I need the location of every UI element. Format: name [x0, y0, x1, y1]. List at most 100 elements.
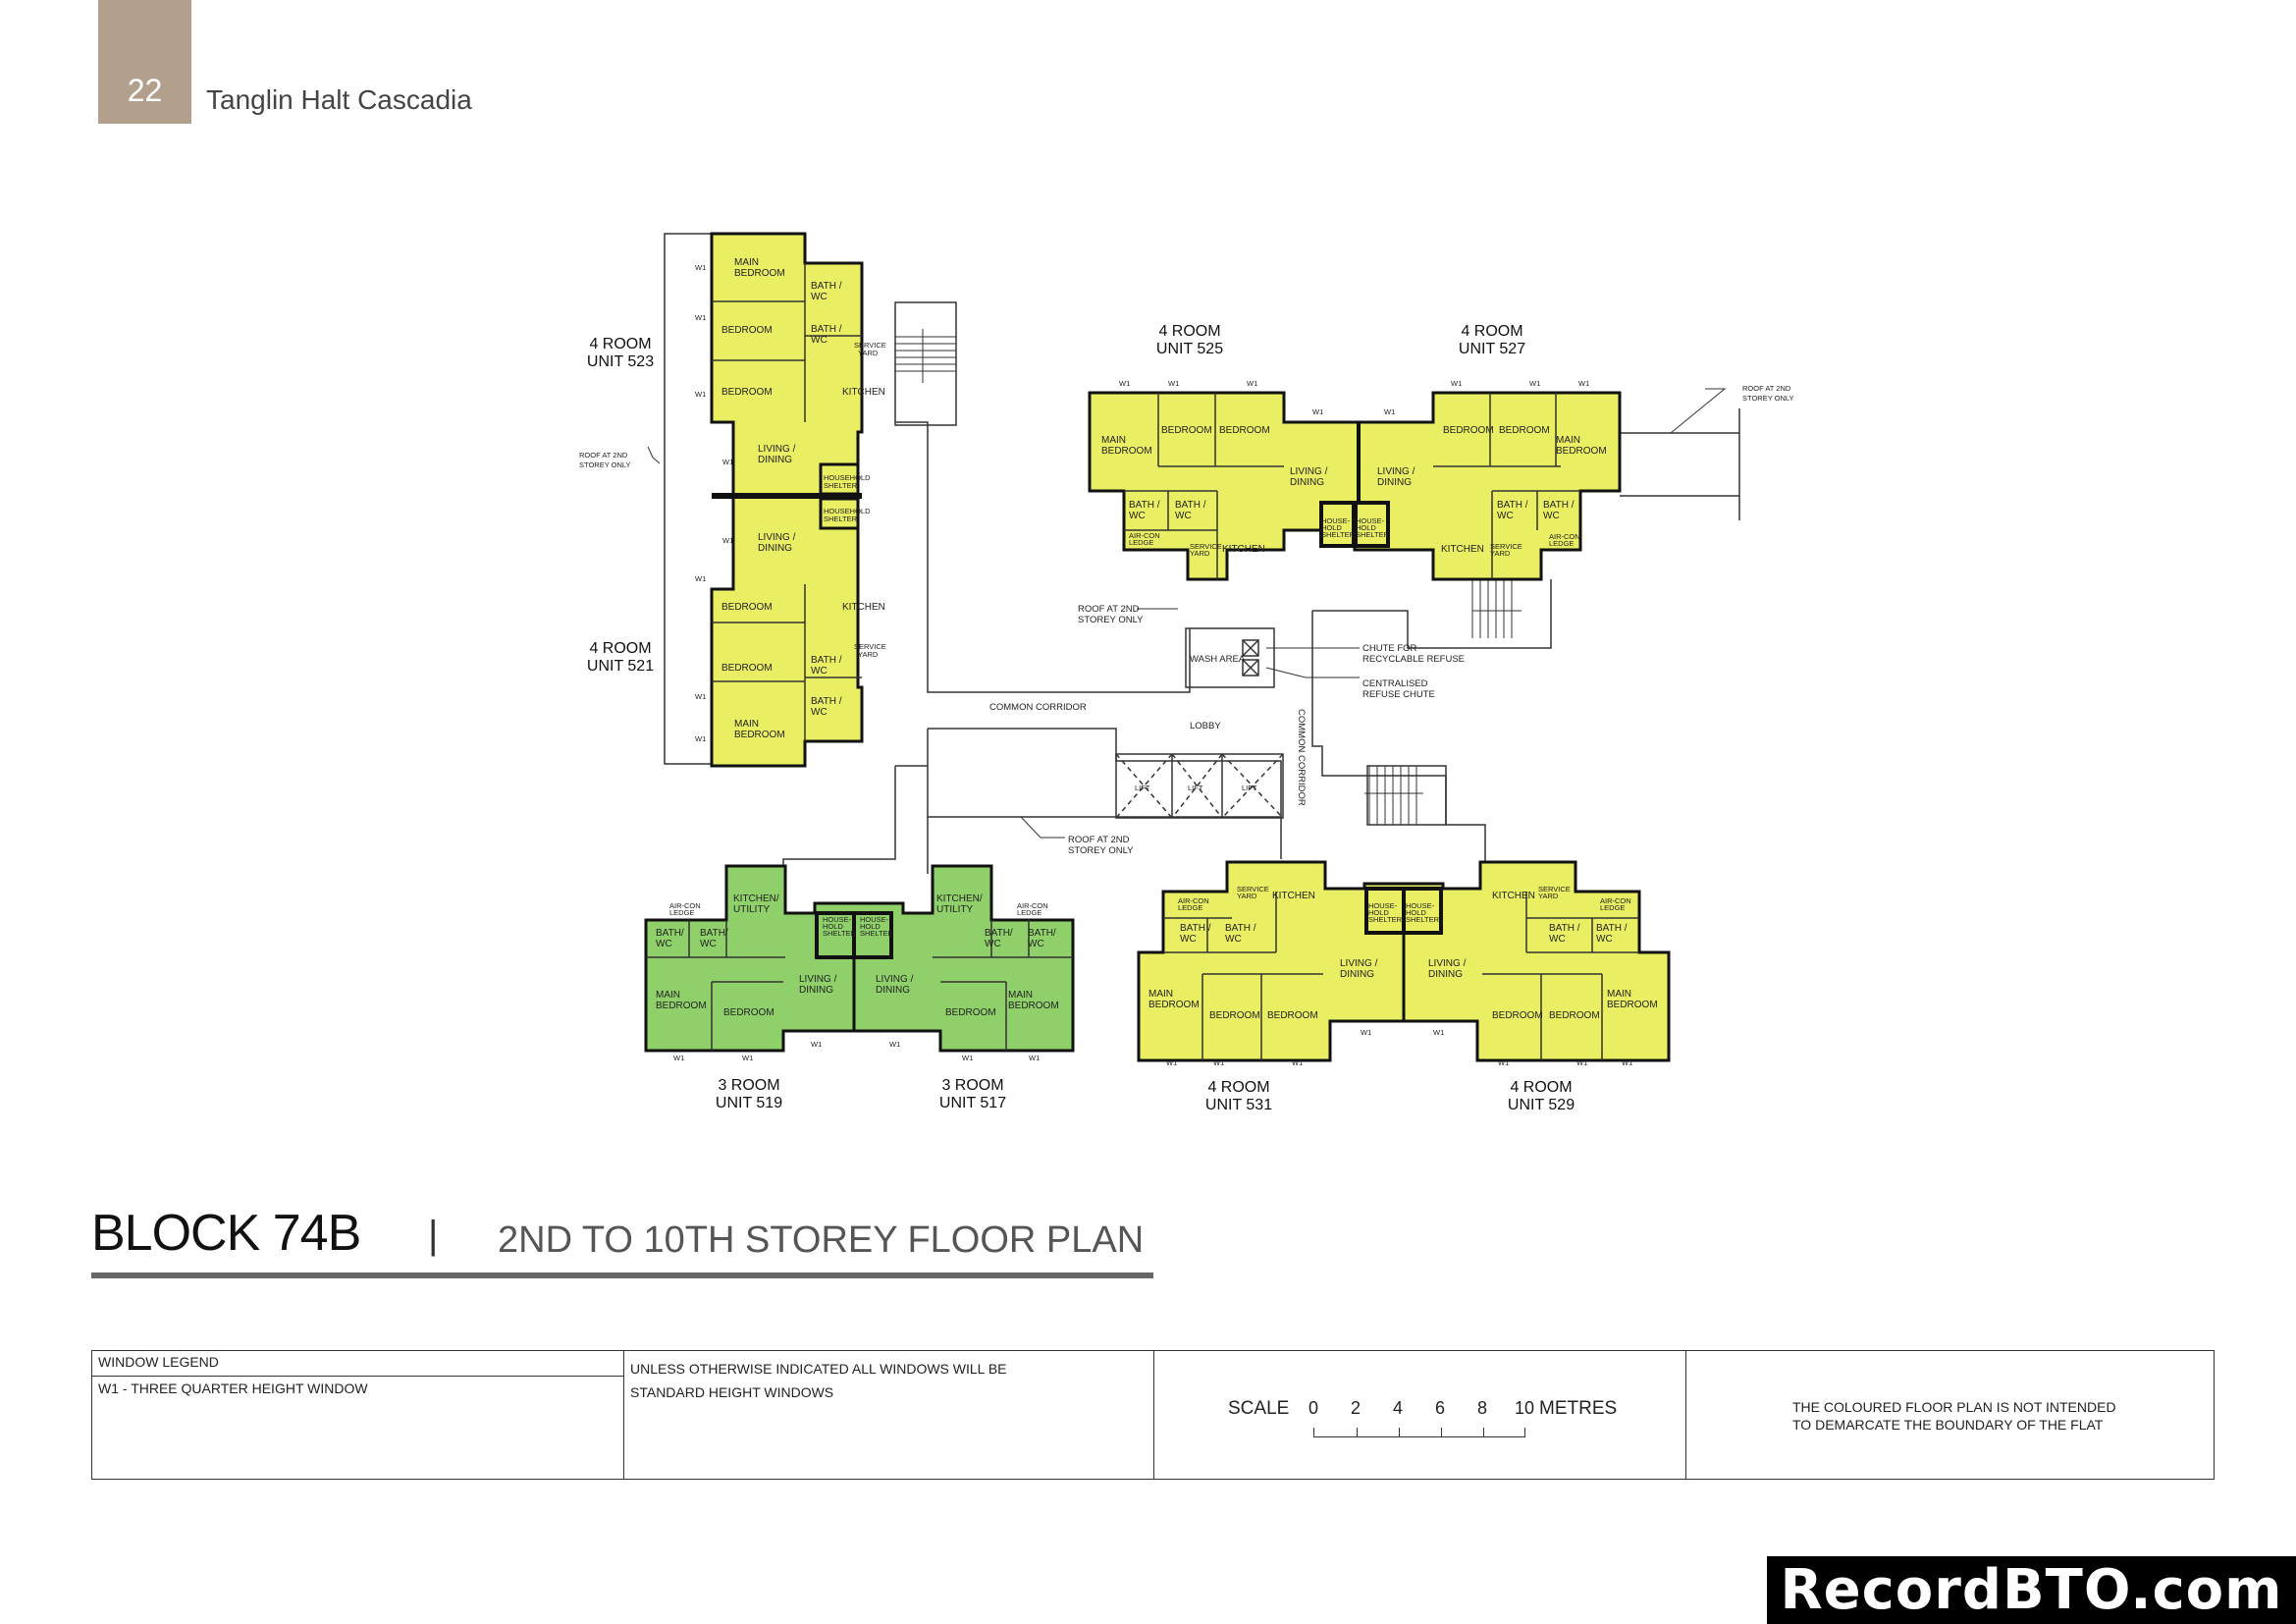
room-label: WC: [811, 707, 828, 718]
room-label: BEDROOM: [721, 387, 773, 398]
roof-note: STOREY ONLY: [1742, 394, 1794, 403]
room-label: YARD: [1490, 549, 1511, 558]
room-label: HOLD: [1406, 908, 1426, 917]
room-label: WC: [1543, 511, 1560, 521]
project-name: Tanglin Halt Cascadia: [206, 84, 472, 115]
scale-label: SCALE: [1228, 1398, 1290, 1419]
room-label: MAIN: [1008, 990, 1033, 1001]
page-number: 22: [127, 73, 163, 108]
window-labels: W1 W1 W1 W1 W1 W1 W1 W1 W1 W1 W1 W1 W1 W…: [673, 263, 1632, 1067]
svg-text:W1: W1: [889, 1040, 900, 1049]
room-label: LEDGE: [1129, 538, 1153, 547]
room-label: MAIN: [1556, 435, 1580, 446]
room-label: BEDROOM: [1209, 1010, 1260, 1021]
room-label: BATH /: [1225, 923, 1256, 934]
room-label: WC: [811, 666, 828, 677]
roof-note: STOREY ONLY: [1078, 615, 1144, 625]
room-label: HOUSEHOLD: [824, 507, 871, 515]
svg-text:W1: W1: [1168, 379, 1179, 388]
unit-519-number: UNIT 519: [716, 1095, 782, 1111]
room-label: HOLD: [1368, 908, 1389, 917]
svg-text:W1: W1: [1622, 1058, 1632, 1067]
svg-text:W1: W1: [695, 574, 706, 583]
room-label: YARD: [1190, 549, 1210, 558]
room-label: LEDGE: [669, 908, 694, 917]
window-legend-cell: WINDOW LEGEND W1 - THREE QUARTER HEIGHT …: [92, 1351, 624, 1479]
room-label: LIVING /: [1290, 466, 1328, 477]
room-label: BEDROOM: [1443, 425, 1494, 436]
room-label: KITCHEN/: [733, 893, 779, 904]
room-label: BEDROOM: [1161, 425, 1212, 436]
scale-bar: [1313, 1428, 1525, 1437]
chute-note: RECYCLABLE REFUSE: [1362, 654, 1465, 665]
room-label: HOUSE-: [1356, 516, 1385, 525]
svg-text:W1: W1: [695, 263, 706, 272]
unit-517-number: UNIT 517: [939, 1095, 1006, 1111]
title-separator: |: [428, 1214, 439, 1257]
room-label: LIVING /: [758, 444, 796, 455]
room-label: SHELTER: [860, 929, 894, 938]
roof-note: STOREY ONLY: [1068, 845, 1134, 856]
room-label: WC: [1596, 934, 1613, 945]
svg-text:W1: W1: [1119, 379, 1130, 388]
room-label: BEDROOM: [1556, 446, 1607, 457]
disclaimer-line2: TO DEMARCATE THE BOUNDARY OF THE FLAT: [1792, 1417, 2104, 1433]
scale-tick-label: 10: [1515, 1398, 1535, 1418]
room-label: KITCHEN: [842, 602, 885, 613]
room-label: WC: [1180, 934, 1197, 945]
room-label: LIVING /: [1340, 958, 1378, 969]
room-label: MAIN: [734, 719, 759, 730]
scale-tick-label: 2: [1351, 1398, 1362, 1418]
room-label: SHELTER: [1368, 915, 1403, 924]
room-label: WC: [1129, 511, 1146, 521]
roof-note: ROOF AT 2ND: [1068, 835, 1130, 845]
room-label: SERVICE: [854, 341, 886, 350]
svg-text:W1: W1: [722, 458, 733, 466]
room-label: BATH /: [1180, 923, 1211, 934]
watermark: RecordBTO.com: [1767, 1556, 2296, 1624]
room-label: WC: [985, 939, 1001, 949]
wash-area-label: WASH AREA: [1190, 654, 1246, 665]
svg-text:W1: W1: [1247, 379, 1257, 388]
scale-unit: METRES: [1539, 1398, 1618, 1419]
chute-note: REFUSE CHUTE: [1362, 689, 1435, 700]
unit-531-type: 4 ROOM: [1207, 1079, 1269, 1096]
svg-text:W1: W1: [1029, 1054, 1040, 1062]
room-label: KITCHEN: [1222, 544, 1265, 555]
roof-note: ROOF AT 2ND: [579, 451, 628, 460]
chute-note: CENTRALISED: [1362, 678, 1428, 689]
room-label: HOUSE-: [860, 915, 889, 924]
room-label: BATH /: [1596, 923, 1628, 934]
room-label: BATH /: [1175, 500, 1206, 511]
room-label: BEDROOM: [734, 730, 785, 740]
room-label: HOUSE-: [1368, 901, 1398, 910]
svg-text:W1: W1: [1498, 1058, 1509, 1067]
svg-text:W1: W1: [1384, 407, 1395, 416]
lift-label: LIFT: [1242, 784, 1257, 792]
window-note-cell: UNLESS OTHERWISE INDICATED ALL WINDOWS W…: [624, 1351, 1154, 1479]
room-label: DINING: [1290, 477, 1324, 488]
svg-text:W1: W1: [1292, 1058, 1303, 1067]
scale-tick-label: 0: [1308, 1398, 1319, 1418]
room-label: YARD: [858, 650, 879, 659]
unit-525-527-plan: [1088, 391, 1622, 581]
room-label: KITCHEN: [1441, 544, 1484, 555]
scale-tick-label: 4: [1393, 1398, 1404, 1418]
room-label: HOLD: [1321, 523, 1342, 532]
room-label: LIVING /: [758, 532, 796, 543]
room-label: LEDGE: [1017, 908, 1041, 917]
room-label: BATH /: [1497, 500, 1528, 511]
unit-531-number: UNIT 531: [1205, 1097, 1272, 1113]
room-label: WC: [700, 939, 717, 949]
window-legend-w1: W1 - THREE QUARTER HEIGHT WINDOW: [98, 1380, 368, 1396]
room-label: BATH /: [811, 655, 842, 666]
room-label: BATH/: [656, 928, 684, 939]
unit-531-529-plan: [1137, 860, 1671, 1062]
room-label: BEDROOM: [1148, 1000, 1200, 1010]
room-label: BATH/: [985, 928, 1013, 939]
common-corridor-vertical-label: COMMON CORRIDOR: [1296, 709, 1307, 806]
room-label: DINING: [758, 455, 792, 465]
room-label: BATH/: [1028, 928, 1056, 939]
window-legend-header: WINDOW LEGEND: [92, 1351, 623, 1377]
